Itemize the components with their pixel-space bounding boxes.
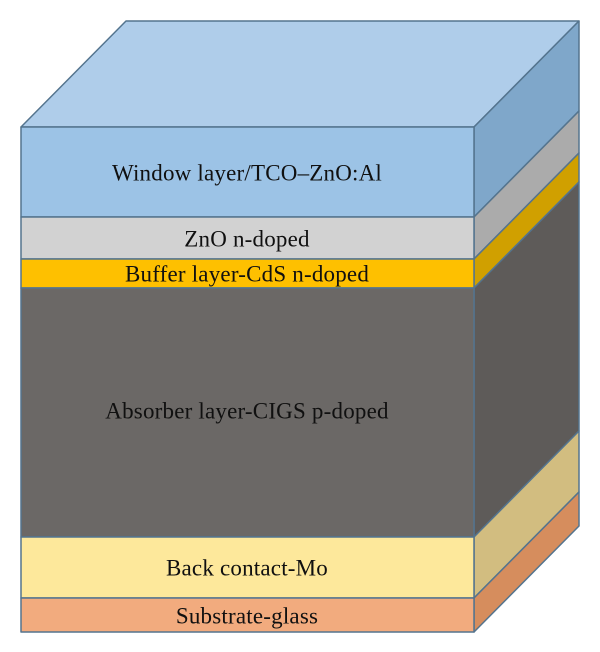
- back-contact-layer-label: Back contact-Mo: [166, 556, 328, 581]
- window-layer-label: Window layer/TCO–ZnO:Al: [112, 161, 382, 186]
- substrate-layer-label: Substrate-glass: [176, 604, 318, 629]
- buffer-layer-label: Buffer layer-CdS n-doped: [125, 262, 369, 287]
- absorber-layer-label: Absorber layer-CIGS p-doped: [105, 399, 389, 424]
- zno-layer-label: ZnO n-doped: [184, 227, 310, 252]
- substrate-layer-front-face: [20, 597, 475, 633]
